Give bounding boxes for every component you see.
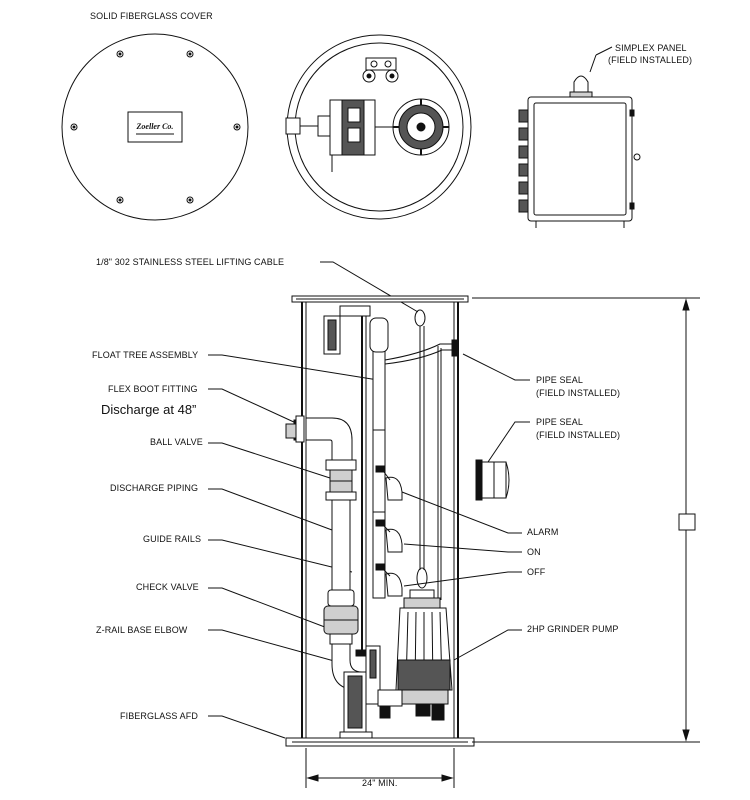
basin-section-view: [285, 295, 510, 747]
label-alarm: ALARM: [527, 527, 559, 537]
label-pipe-seal-a: PIPE SEAL: [536, 375, 583, 385]
right-callouts: PIPE SEAL (FIELD INSTALLED) PIPE SEAL (F…: [401, 353, 620, 661]
label-width-dim: 24" MIN.: [362, 778, 398, 788]
dimensions: 24" MIN.: [305, 297, 700, 788]
simplex-panel-view: SIMPLEX PANEL (FIELD INSTALLED): [518, 43, 692, 228]
label-off: OFF: [527, 567, 546, 577]
label-solid-cover: SOLID FIBERGLASS COVER: [90, 11, 213, 21]
grinder-pump: [377, 589, 453, 721]
cover-bolts: [70, 50, 241, 204]
label-float-tree: FLOAT TREE ASSEMBLY: [92, 350, 198, 360]
label-simplex-panel-field: (FIELD INSTALLED): [608, 55, 692, 65]
label-lifting-cable: 1/8" 302 STAINLESS STEEL LIFTING CABLE: [96, 257, 284, 267]
float-switches: [375, 465, 403, 597]
panel-knockouts: [518, 109, 529, 213]
label-discharge-piping: DISCHARGE PIPING: [110, 483, 198, 493]
label-check-valve: CHECK VALVE: [136, 582, 199, 592]
label-pipe-seal-b-field: (FIELD INSTALLED): [536, 430, 620, 440]
label-simplex-panel: SIMPLEX PANEL: [615, 43, 687, 53]
label-grinder-pump: 2HP GRINDER PUMP: [527, 624, 618, 634]
label-pipe-seal-a-field: (FIELD INSTALLED): [536, 388, 620, 398]
basin-plan-view: [285, 34, 472, 220]
label-zrail-elbow: Z-RAIL BASE ELBOW: [96, 625, 188, 635]
label-ball-valve: BALL VALVE: [150, 437, 203, 447]
label-flex-boot: FLEX BOOT FITTING: [108, 384, 198, 394]
logo-text: Zoeller Co.: [136, 122, 174, 131]
label-on: ON: [527, 547, 541, 557]
logo-plate: Zoeller Co.: [127, 111, 183, 143]
solid-cover-view: SOLID FIBERGLASS COVER Zoeller Co.: [61, 11, 249, 221]
label-discharge-height: Discharge at 48”: [101, 402, 196, 417]
label-guide-rails: GUIDE RAILS: [143, 534, 201, 544]
left-callouts: 1/8" 302 STAINLESS STEEL LIFTING CABLE F…: [92, 257, 419, 739]
label-pipe-seal-b: PIPE SEAL: [536, 417, 583, 427]
label-fiberglass-afd: FIBERGLASS AFD: [120, 711, 198, 721]
